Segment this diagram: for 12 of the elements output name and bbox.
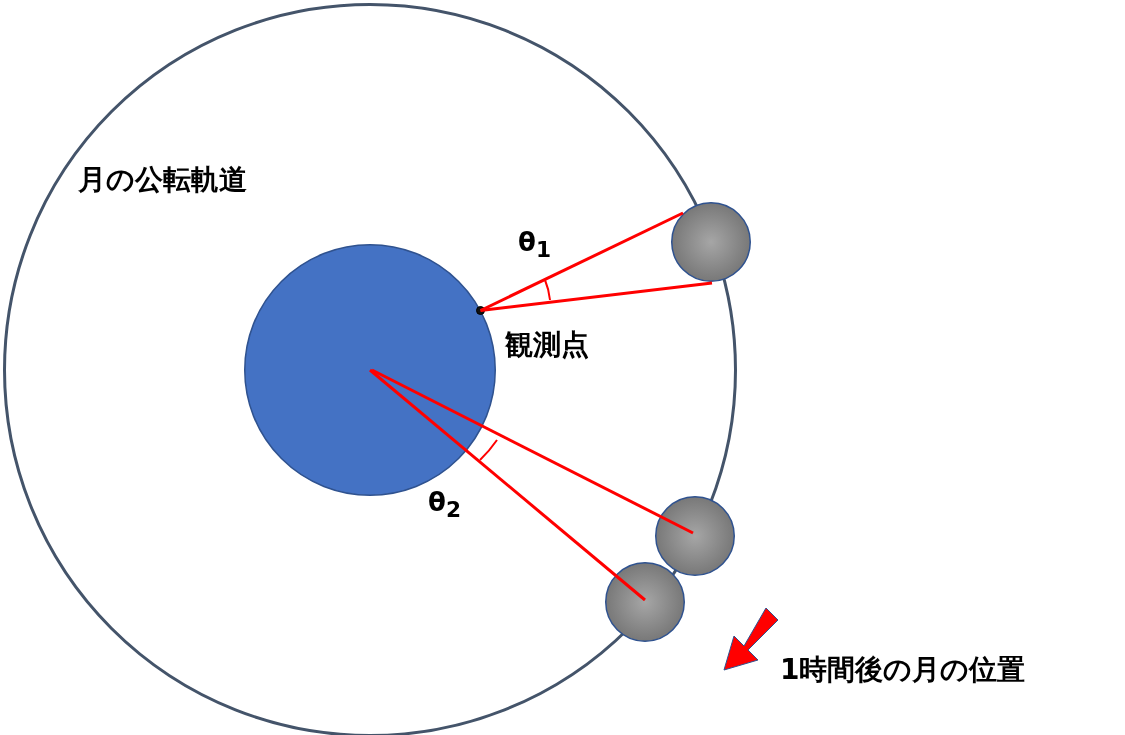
orbit-label: 月の公転軌道 [78,165,247,196]
angle-label: θ$_{2}$ [428,488,461,522]
moon-circle [655,496,735,576]
position-label: 1時間後の月の位置 [780,655,1026,686]
point-label: 観測点 [505,330,589,361]
sight-line [369,368,646,602]
sight-line [479,211,684,312]
angle-label: θ$_{1}$ [518,228,551,262]
sight-line [371,368,694,535]
sight-line [480,281,713,312]
observation-point [476,306,485,315]
moon-circle [671,202,751,282]
